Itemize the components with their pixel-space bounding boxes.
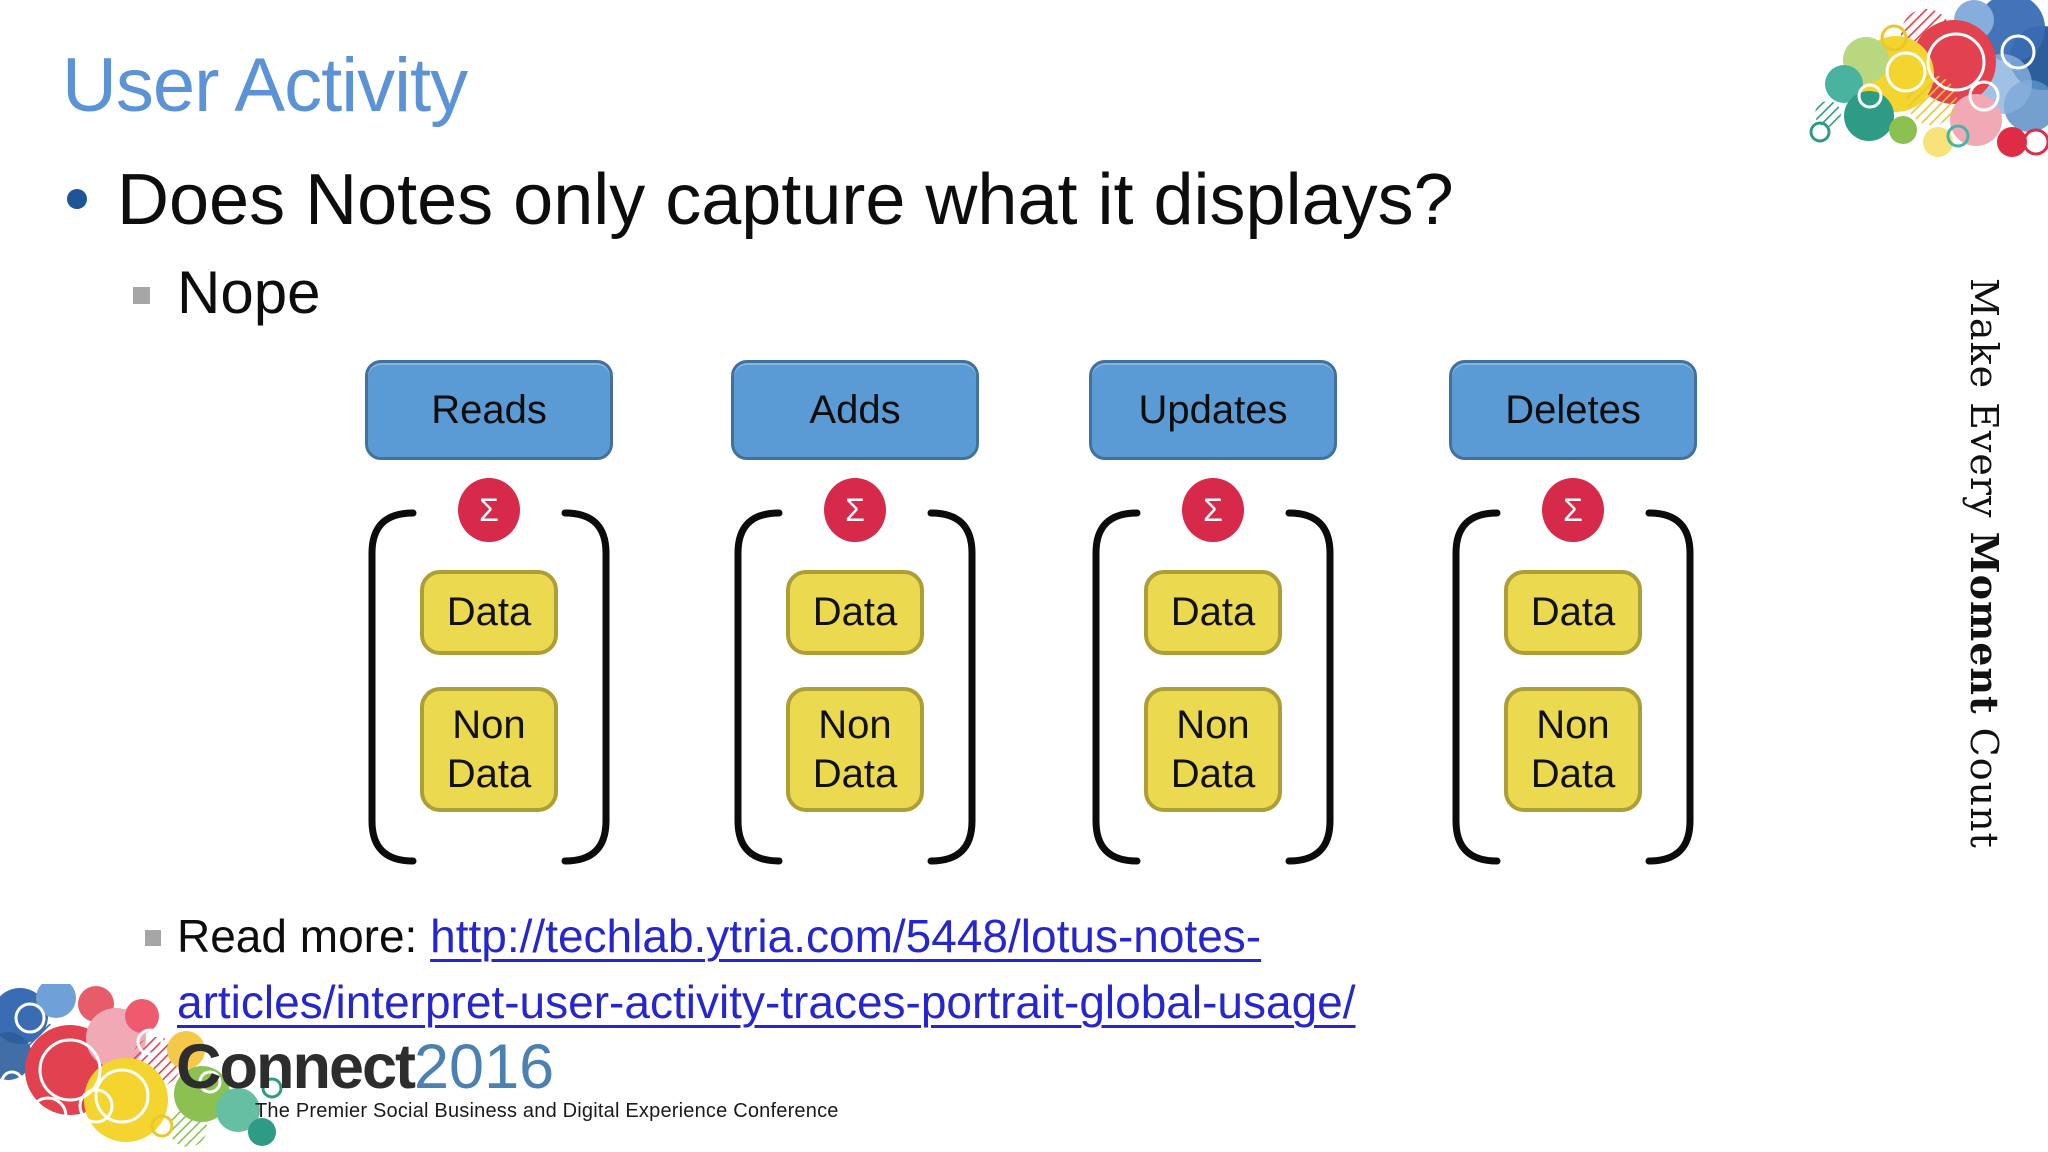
bracket-right-icon <box>561 509 610 865</box>
article-link-line2[interactable]: articles/interpret-user-activity-traces-… <box>177 976 1356 1028</box>
motto-post: Count <box>1962 714 2006 849</box>
item-label: Non Data <box>1530 702 1616 796</box>
bracket-left-icon <box>1452 509 1501 865</box>
conference-logo: Connect2016 <box>176 1036 554 1099</box>
sigma-symbol: Σ <box>1203 491 1223 528</box>
item-label: Non Data <box>1170 702 1256 796</box>
page-title: User Activity <box>62 43 468 128</box>
sigma-symbol: Σ <box>479 491 499 528</box>
bullet-dot-icon <box>67 189 87 209</box>
item-box-nondata: Non Data <box>1504 687 1642 812</box>
diagram-column-updates: Updates Σ Data Non Data <box>1089 360 1337 880</box>
item-box-nondata: Non Data <box>420 687 558 812</box>
sigma-symbol: Σ <box>1563 491 1583 528</box>
bracket-right-icon <box>1285 509 1334 865</box>
logo-brand: Connect <box>176 1032 416 1102</box>
confetti-bubbles-top-right <box>1809 0 2048 157</box>
item-box-data: Data <box>786 570 924 655</box>
vertical-motto: Make Every Moment Count <box>1962 278 2007 849</box>
item-label: Data <box>446 590 532 635</box>
bracket-icons <box>1452 509 1694 865</box>
sigma-icon: Σ <box>824 478 886 542</box>
item-box-data: Data <box>1144 570 1282 655</box>
diagram-column-reads: Reads Σ Data Non Data <box>365 360 613 880</box>
sigma-icon: Σ <box>458 478 520 542</box>
sub-bullet-nope: Nope <box>177 259 321 326</box>
bullet-question: Does Notes only capture what it displays… <box>117 160 1454 240</box>
item-box-nondata: Non Data <box>1144 687 1282 812</box>
motto-bold: Moment <box>1962 531 2007 715</box>
bracket-icons <box>1092 509 1334 865</box>
bracket-icons <box>734 509 976 865</box>
item-label: Non Data <box>812 702 898 796</box>
conference-tagline: The Premier Social Business and Digital … <box>255 1100 839 1122</box>
diagram-column-deletes: Deletes Σ Data Non Data <box>1449 360 1697 880</box>
bracket-left-icon <box>734 509 783 865</box>
sigma-icon: Σ <box>1182 478 1244 542</box>
column-header-label: Reads <box>431 387 547 432</box>
item-label: Data <box>1530 590 1616 635</box>
item-box-nondata: Non Data <box>786 687 924 812</box>
column-header: Deletes <box>1449 360 1697 460</box>
column-header: Adds <box>731 360 979 460</box>
confetti-bubbles-bottom-left <box>0 984 283 1147</box>
square-bullet-icon <box>133 287 150 304</box>
bracket-left-icon <box>1092 509 1141 865</box>
bracket-right-icon <box>1645 509 1694 865</box>
item-box-data: Data <box>1504 570 1642 655</box>
item-label: Data <box>1170 590 1256 635</box>
diagram-column-adds: Adds Σ Data Non Data <box>731 360 979 880</box>
item-label: Data <box>812 590 898 635</box>
bracket-left-icon <box>368 509 417 865</box>
item-label: Non Data <box>446 702 532 796</box>
bracket-right-icon <box>927 509 976 865</box>
column-header-label: Updates <box>1138 387 1288 432</box>
column-header-label: Adds <box>809 387 901 432</box>
logo-year: 2016 <box>414 1032 555 1102</box>
motto-pre: Make Every <box>1962 278 2006 532</box>
column-header-label: Deletes <box>1505 387 1641 432</box>
sigma-symbol: Σ <box>845 491 865 528</box>
read-more-block: Read more: http://techlab.ytria.com/5448… <box>177 903 1737 1035</box>
read-more-label: Read more: <box>177 910 431 962</box>
column-header: Updates <box>1089 360 1337 460</box>
article-link-line1[interactable]: http://techlab.ytria.com/5448/lotus-note… <box>430 910 1262 962</box>
item-box-data: Data <box>420 570 558 655</box>
article-link[interactable]: http://techlab.ytria.com/5448/lotus-note… <box>177 910 1356 1028</box>
bracket-icons <box>368 509 610 865</box>
column-header: Reads <box>365 360 613 460</box>
square-bullet-icon <box>145 930 161 946</box>
sigma-icon: Σ <box>1542 478 1604 542</box>
